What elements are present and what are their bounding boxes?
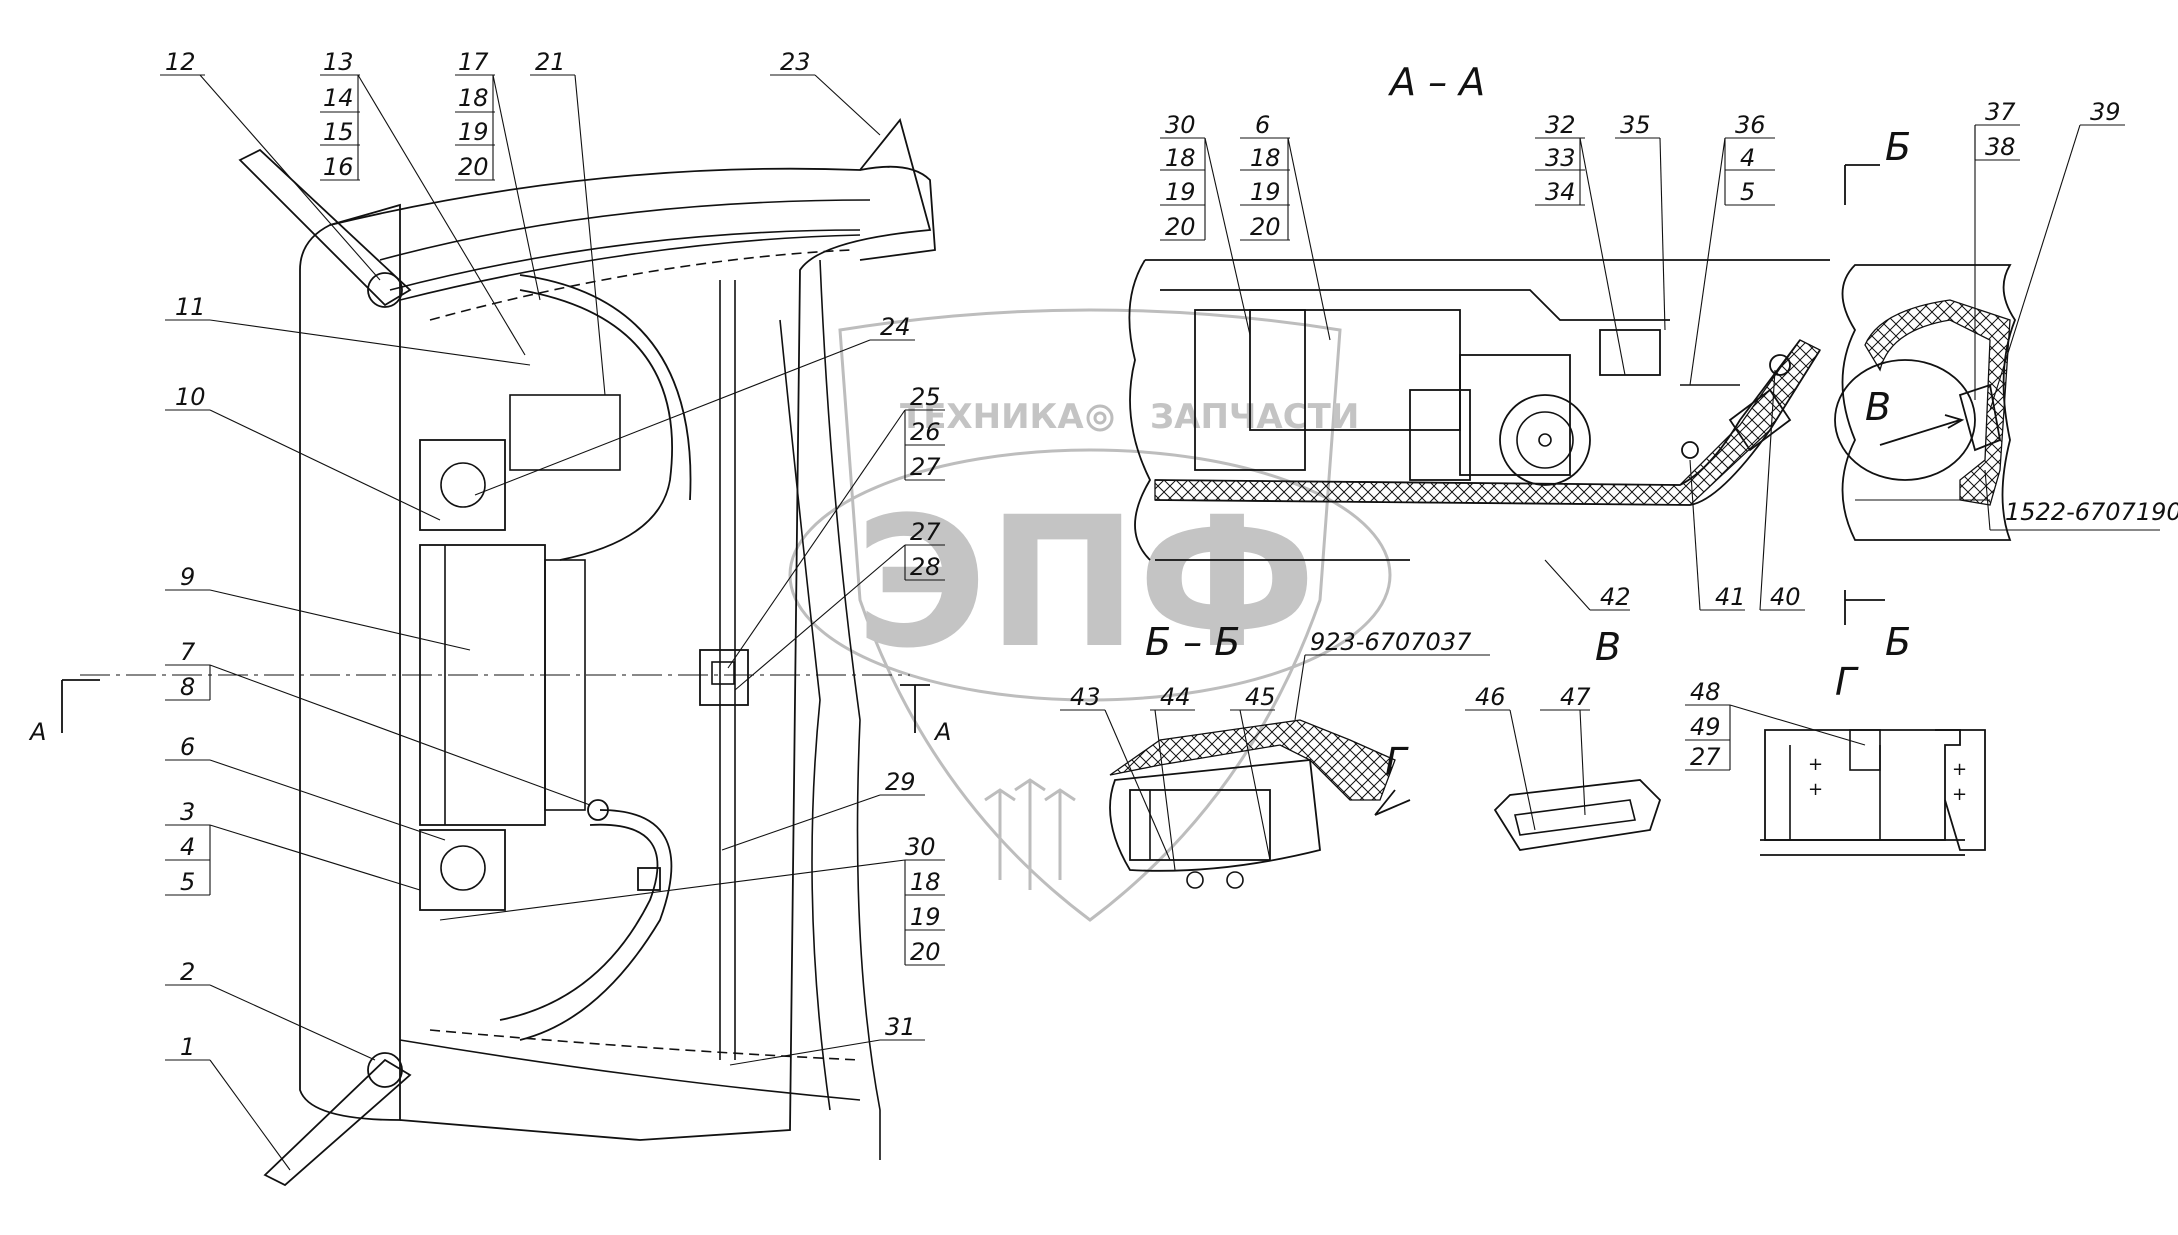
section-bb-title: Б – Б bbox=[1145, 620, 1240, 664]
plus-mark-1: + bbox=[1808, 754, 1823, 775]
g-callout-27: 27 bbox=[1690, 743, 1721, 771]
view-v: В 46 47 bbox=[1465, 625, 1662, 851]
section-aa: А – А 30 18 19 20 bbox=[1128, 60, 1830, 611]
callout-12: 12 bbox=[165, 48, 196, 76]
bb-callout-45: 45 bbox=[1245, 683, 1276, 711]
aa-callout-19: 19 bbox=[1165, 178, 1196, 206]
b-callout-37: 37 bbox=[1985, 98, 2016, 126]
watermark-logo-text: ЭПФ bbox=[855, 479, 1316, 688]
g-callout-48: 48 bbox=[1690, 678, 1721, 706]
callout-18b: 18 bbox=[910, 868, 941, 896]
inner-view-v: В bbox=[1865, 385, 1891, 429]
plus-mark-4: + bbox=[1952, 784, 1967, 805]
aa-callout-36: 36 bbox=[1735, 111, 1766, 139]
aa-callout-4: 4 bbox=[1740, 144, 1755, 172]
aa-callout-18: 18 bbox=[1165, 144, 1196, 172]
aa-callout-20: 20 bbox=[1165, 213, 1196, 241]
cut-a-right: А bbox=[933, 718, 951, 746]
main-callouts: 12 13 14 15 16 17 18 19 20 21 23 11 bbox=[160, 48, 945, 1171]
callout-24: 24 bbox=[880, 313, 911, 341]
callout-16: 16 bbox=[323, 153, 354, 181]
aa-callout-32: 32 bbox=[1545, 111, 1576, 139]
aa-callout-35: 35 bbox=[1620, 111, 1651, 139]
callout-27b: 27 bbox=[910, 518, 941, 546]
callout-23: 23 bbox=[780, 48, 811, 76]
callout-21: 21 bbox=[535, 48, 566, 76]
callout-26: 26 bbox=[910, 418, 941, 446]
b-callout-39: 39 bbox=[2090, 98, 2121, 126]
callout-14: 14 bbox=[323, 84, 354, 112]
section-bb: Б – Б 923-6707037 Г 43 44 45 bbox=[1060, 620, 1490, 889]
callout-15: 15 bbox=[323, 118, 354, 146]
aa-callout-19b: 19 bbox=[1250, 178, 1281, 206]
section-aa-title: А – А bbox=[1387, 60, 1485, 104]
aa-callout-30: 30 bbox=[1165, 111, 1196, 139]
watermark: ТЕХНИКА ЗАПЧАСТИ ЭПФ bbox=[788, 308, 1392, 922]
main-plan-view: А А bbox=[28, 118, 951, 1187]
callout-17: 17 bbox=[458, 48, 489, 76]
plus-mark-2: + bbox=[1808, 779, 1823, 800]
callout-7: 7 bbox=[180, 638, 196, 666]
pn-923: 923-6707037 bbox=[1310, 628, 1472, 656]
view-g-title: Г bbox=[1835, 660, 1859, 704]
cut-b-top: Б bbox=[1885, 125, 1911, 169]
callout-29: 29 bbox=[885, 768, 916, 796]
g-callout-49: 49 bbox=[1690, 713, 1721, 741]
b-callout-38: 38 bbox=[1985, 133, 2016, 161]
cut-b-bottom: Б bbox=[1885, 620, 1911, 664]
view-v-title: В bbox=[1595, 625, 1621, 669]
callout-3: 3 bbox=[180, 798, 195, 826]
callout-31: 31 bbox=[885, 1013, 916, 1041]
gear-icon bbox=[1086, 404, 1114, 432]
arrow-g-label: Г bbox=[1385, 740, 1409, 784]
callout-5: 5 bbox=[180, 868, 195, 896]
callout-19: 19 bbox=[458, 118, 489, 146]
v-callout-47: 47 bbox=[1560, 683, 1591, 711]
callout-4: 4 bbox=[180, 833, 195, 861]
callout-8: 8 bbox=[180, 673, 195, 701]
callout-11: 11 bbox=[175, 293, 206, 321]
aa-callout-6: 6 bbox=[1255, 111, 1270, 139]
bb-callout-43: 43 bbox=[1070, 683, 1101, 711]
callout-19b: 19 bbox=[910, 903, 941, 931]
callout-25: 25 bbox=[910, 383, 941, 411]
bb-callout-44: 44 bbox=[1160, 683, 1191, 711]
callout-1: 1 bbox=[180, 1033, 195, 1061]
callout-2: 2 bbox=[180, 958, 195, 986]
aa-callout-33: 33 bbox=[1545, 144, 1576, 172]
plus-mark-3: + bbox=[1952, 759, 1967, 780]
aa-callout-41: 41 bbox=[1715, 583, 1746, 611]
aa-callout-20b: 20 bbox=[1250, 213, 1281, 241]
callout-30: 30 bbox=[905, 833, 936, 861]
callout-28: 28 bbox=[910, 553, 941, 581]
callout-10: 10 bbox=[175, 383, 206, 411]
cut-a-left: А bbox=[28, 718, 46, 746]
v-callout-46: 46 bbox=[1475, 683, 1506, 711]
aa-callout-18b: 18 bbox=[1250, 144, 1281, 172]
view-g: Г + + + + 48 49 27 bbox=[1685, 660, 1986, 856]
aa-callout-42: 42 bbox=[1600, 583, 1631, 611]
callout-6: 6 bbox=[180, 733, 195, 761]
callout-20: 20 bbox=[458, 153, 489, 181]
aa-callout-34: 34 bbox=[1545, 178, 1576, 206]
callout-27: 27 bbox=[910, 453, 941, 481]
watermark-left-text: ТЕХНИКА bbox=[900, 397, 1084, 437]
aa-callout-5: 5 bbox=[1740, 178, 1755, 206]
view-b: Б Б В 37 38 39 1522-6707190 bbox=[1834, 98, 2178, 664]
callout-9: 9 bbox=[180, 563, 195, 591]
callout-20b: 20 bbox=[910, 938, 941, 966]
wheat-emblem bbox=[984, 778, 1076, 890]
aa-callout-40: 40 bbox=[1770, 583, 1801, 611]
pn-1522: 1522-6707190 bbox=[2005, 498, 2178, 526]
callout-13: 13 bbox=[323, 48, 354, 76]
watermark-right-text: ЗАПЧАСТИ bbox=[1150, 397, 1359, 437]
callout-18: 18 bbox=[458, 84, 489, 112]
